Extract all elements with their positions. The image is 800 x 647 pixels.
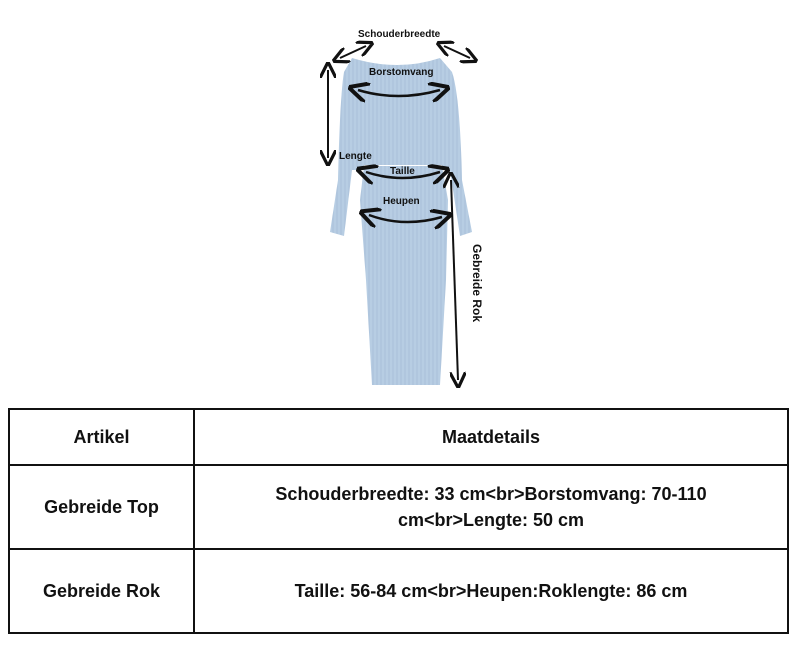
row-details: Schouderbreedte: 33 cm<br>Borstomvang: 7…	[193, 464, 789, 550]
row-item: Gebreide Rok	[8, 548, 195, 634]
row-item: Gebreide Top	[8, 464, 195, 550]
label-length: Lengte	[339, 151, 372, 162]
table-row: Gebreide Top Schouderbreedte: 33 cm<br>B…	[8, 464, 789, 550]
label-shoulder: Schouderbreedte	[358, 29, 441, 40]
table-header-row: Artikel Maatdetails	[8, 408, 789, 466]
size-diagram: Schouderbreedte Borstomvang Lengte Taill…	[0, 0, 800, 400]
table-row: Gebreide Rok Taille: 56-84 cm<br>Heupen:…	[8, 548, 789, 634]
garment-illustration	[0, 0, 800, 400]
label-waist: Taille	[390, 166, 415, 177]
label-bust: Borstomvang	[369, 67, 434, 78]
label-hips: Heupen	[383, 196, 420, 207]
header-item: Artikel	[8, 408, 195, 466]
label-skirt-length: Gebreide Rok	[470, 244, 484, 323]
header-details: Maatdetails	[193, 408, 789, 466]
row-details: Taille: 56-84 cm<br>Heupen:Roklengte: 86…	[193, 548, 789, 634]
size-table: Artikel Maatdetails Gebreide Top Schoude…	[8, 408, 789, 634]
